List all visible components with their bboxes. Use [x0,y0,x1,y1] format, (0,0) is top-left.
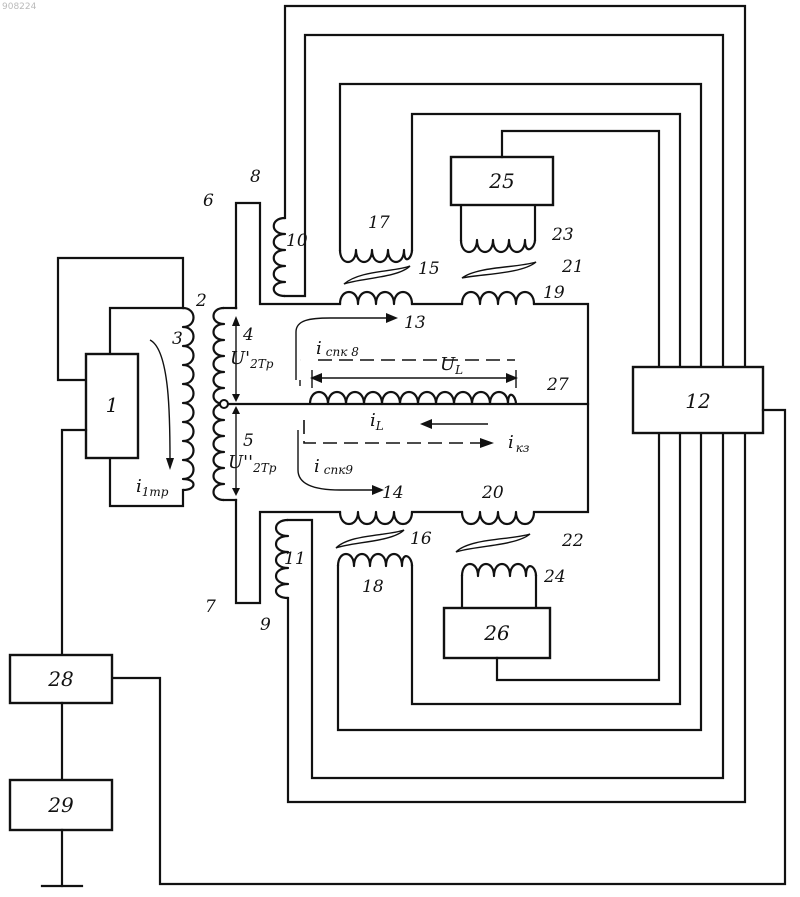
coil-23: 25 [451,131,659,367]
symbol-ikz: iкз [508,432,529,455]
inductor-27 [310,392,516,404]
label-9: 9 [260,615,271,635]
label-16: 16 [410,529,432,549]
watermark-text: 908224 [2,2,37,12]
label-3: 3 [172,329,183,349]
primary-winding-3 [183,308,194,490]
block-12-label: 12 [685,389,710,413]
symbol-u2tp-bottom: U''2Тр [228,452,277,475]
lower-chokes [340,512,534,524]
magnetic-cores [336,262,536,552]
symbol-labels: U'2Тр U''2Тр i1тр iспк 8 iспк9 UL iL iкз [136,338,529,499]
block-26-label: 26 [483,621,510,645]
label-7: 7 [205,597,216,617]
coil-24: 26 [444,433,659,680]
label-27: 27 [546,375,569,395]
label-4: 4 [242,325,254,345]
symbol-i1tp: i1тр [136,476,169,499]
symbol-u2tp-top: U'2Тр [230,348,274,371]
symbol-ispk8: iспк 8 [316,338,359,359]
label-13: 13 [404,313,426,333]
power-supply-section: 1 [58,258,183,655]
label-18: 18 [362,577,384,597]
current-arrow-i1tp [150,340,174,470]
label-10: 10 [286,231,308,251]
upper-chokes [340,292,588,512]
label-23: 23 [551,225,574,245]
bus-bar-6 [236,203,340,308]
label-14: 14 [382,483,404,503]
symbol-uL: UL [440,354,463,377]
block-1-label: 1 [106,393,119,417]
symbol-iL: iL [370,410,384,433]
coil-18 [338,433,701,730]
label-11: 11 [284,549,306,569]
symbol-ispk9: iспк9 [314,456,353,477]
label-15: 15 [418,259,440,279]
label-5: 5 [243,431,254,451]
block-25-label: 25 [488,169,514,193]
block-28-label: 28 [47,667,73,691]
label-17: 17 [368,213,390,233]
block-29-label: 29 [47,793,74,817]
coil-17 [340,84,701,367]
label-8: 8 [250,167,261,187]
label-2: 2 [195,291,207,311]
label-20: 20 [481,483,504,503]
center-tap-node [220,400,228,408]
label-22: 22 [561,531,584,551]
label-21: 21 [561,257,584,277]
label-6: 6 [203,191,214,211]
label-24: 24 [543,567,566,587]
label-19: 19 [543,283,565,303]
lower-left-blocks: 28 29 [10,655,112,886]
